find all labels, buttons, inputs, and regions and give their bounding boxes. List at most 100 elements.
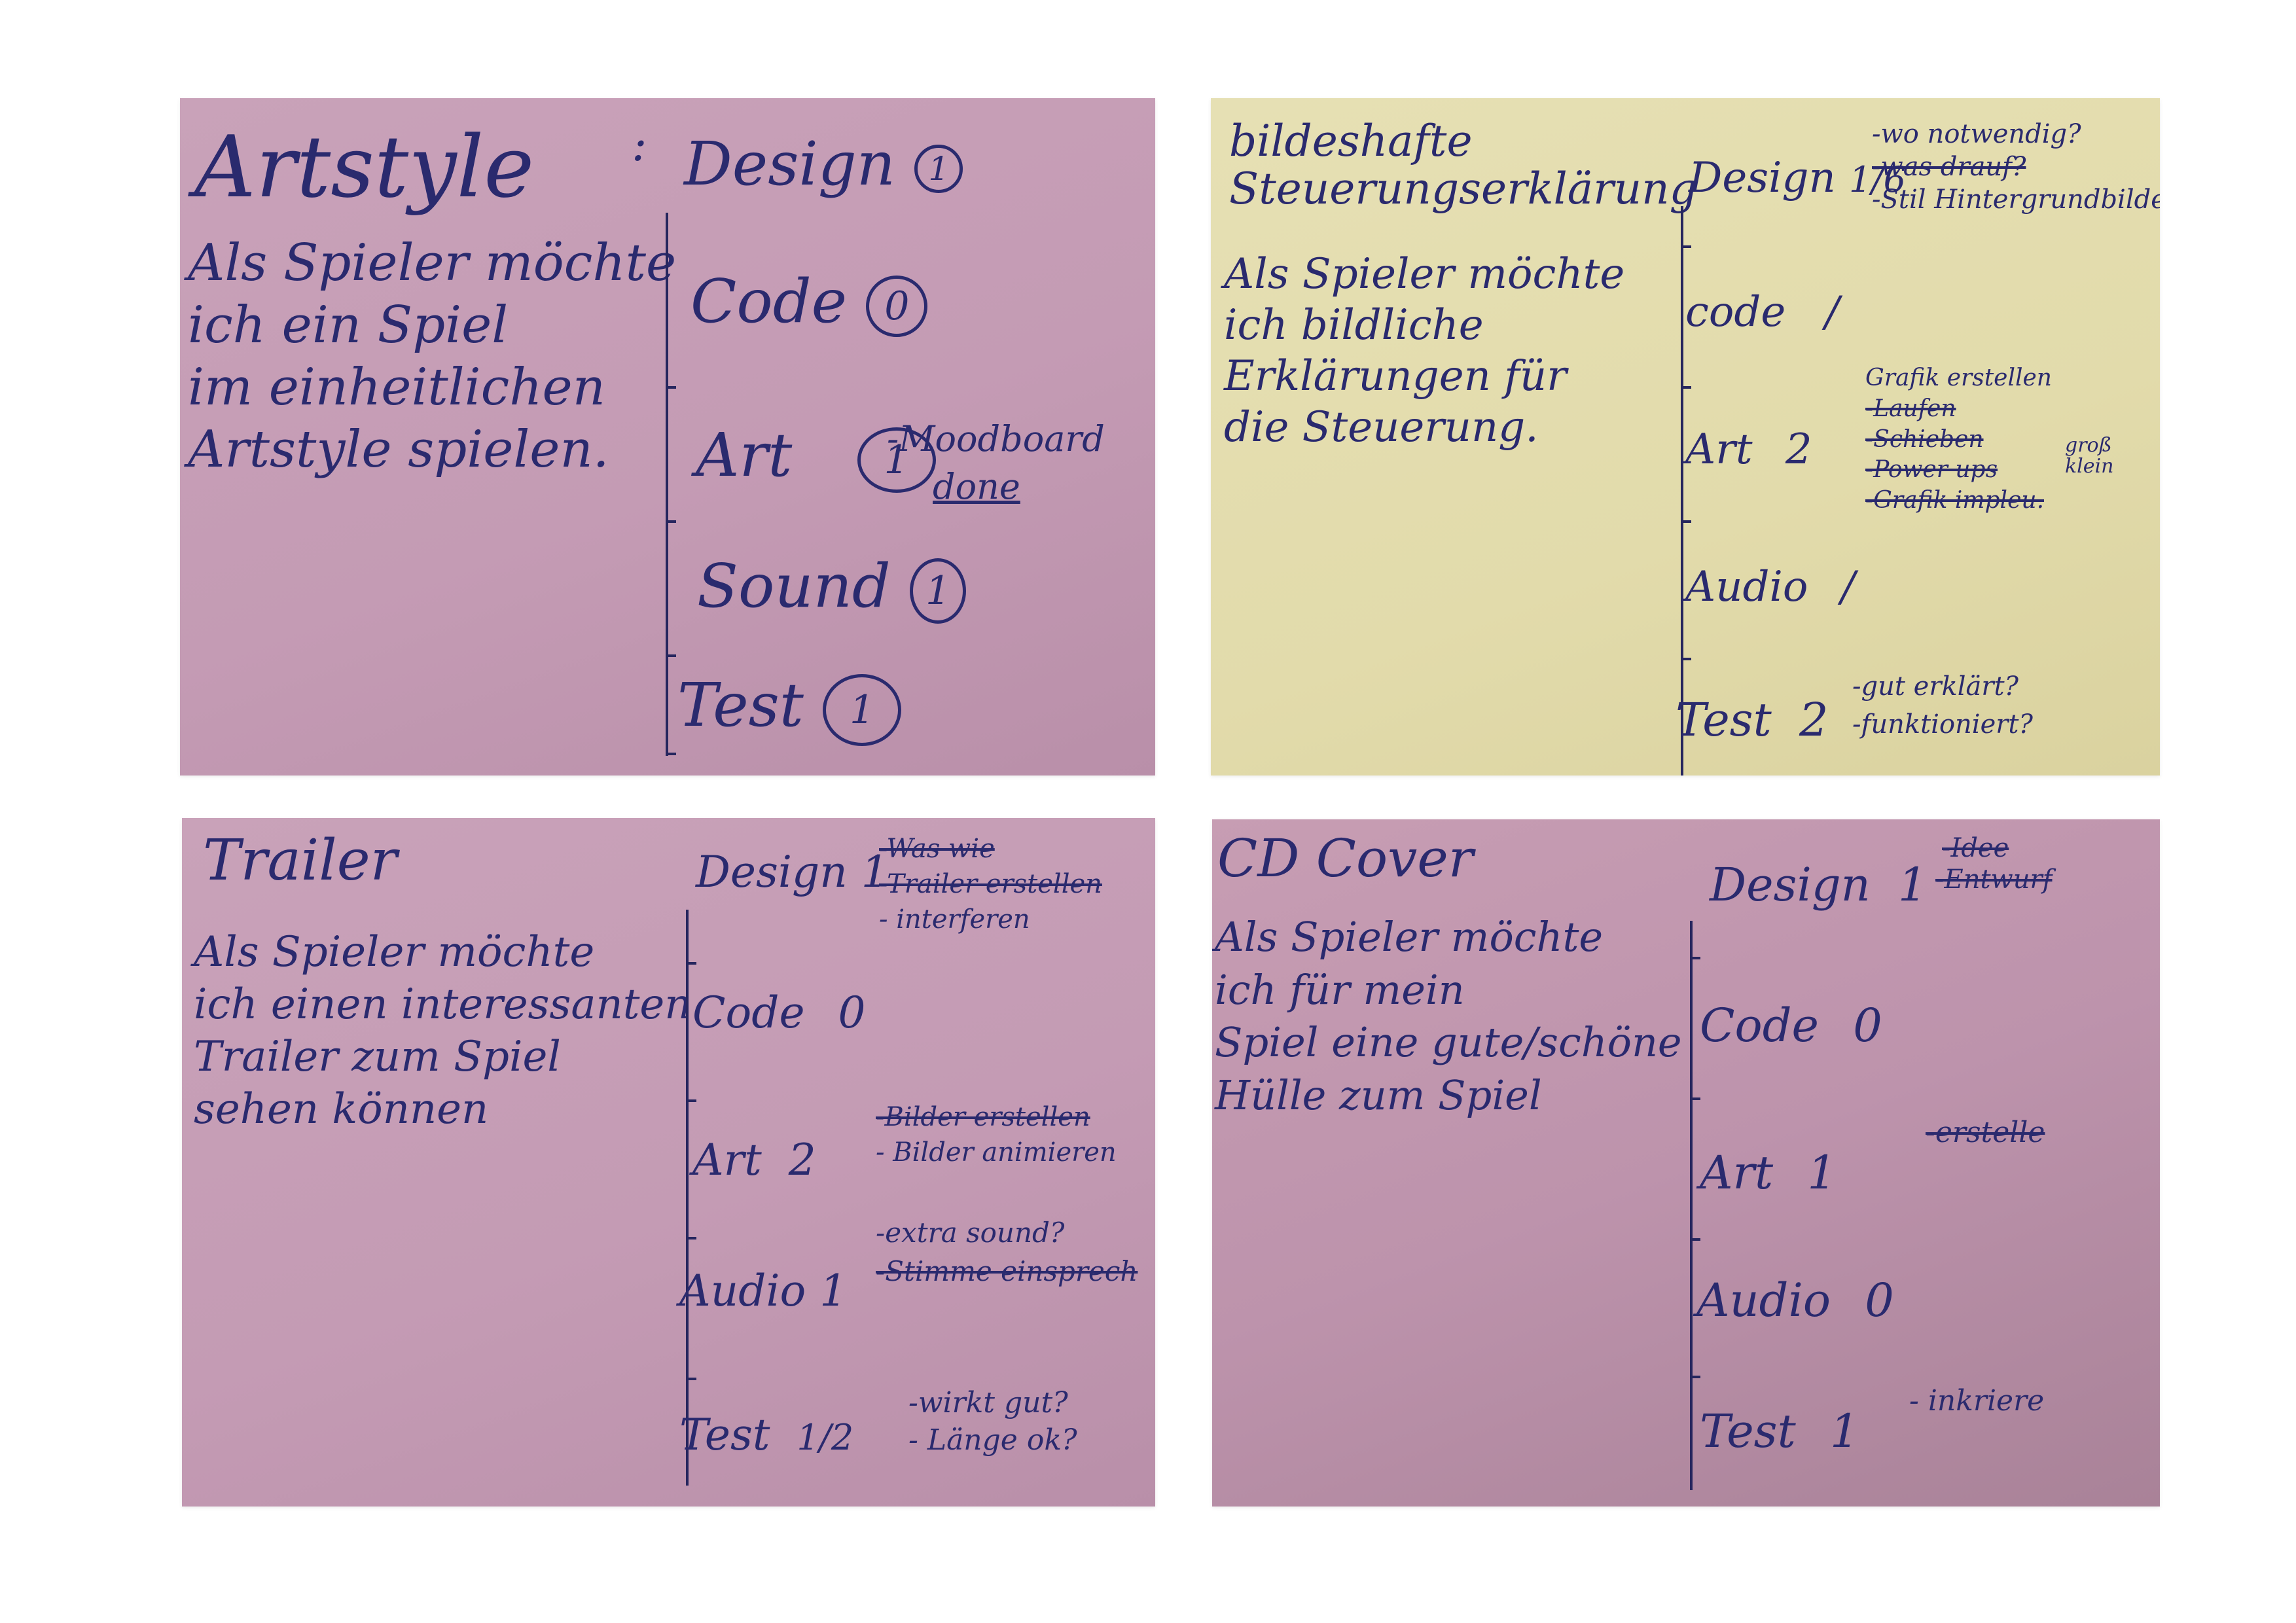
note-struck: -Laufen (1865, 395, 1956, 422)
art-notes: -Moodboard done (887, 416, 1105, 511)
task-label: Design (696, 847, 848, 897)
art-notes: -erstelle (1926, 1114, 2045, 1151)
card-title: Trailer (203, 828, 397, 893)
task-count: 1 (1830, 1404, 1859, 1458)
task-label: Art (1685, 425, 1753, 474)
task-audio: Audio / (1685, 566, 1855, 608)
task-count: 2 (1799, 693, 1829, 747)
task-audio: Audio 1 (679, 1270, 847, 1313)
task-count: 1/6 (1849, 159, 1906, 200)
task-art: Art 2 (1685, 429, 1812, 471)
user-story: Als Spieler möchte ich bildliche Erkläru… (1224, 250, 1625, 452)
task-sound: Sound 1 (697, 556, 967, 624)
task-code: Code 0 (1700, 1003, 1882, 1048)
task-design: Design 1 (1710, 862, 1928, 908)
note-struck: -Schieben (1865, 425, 1984, 453)
task-count: 1 (861, 847, 889, 897)
task-label: Audio (679, 1266, 806, 1316)
card-trailer: Trailer Als Spieler möchte ich einen int… (182, 818, 1155, 1507)
card-title: CD Cover (1217, 828, 1473, 889)
card-steuerungserklaerung: bildeshafte Steuerungserklärung Als Spie… (1211, 98, 2160, 776)
task-count: 1 (910, 558, 967, 624)
task-label: Test (1676, 693, 1772, 747)
task-label: Test (679, 1410, 770, 1460)
task-label: Design (684, 129, 895, 199)
note-struck: -Grafik impleu. (1865, 487, 2045, 514)
task-count: 0 (1865, 1274, 1894, 1327)
test-notes: - inkriere (1909, 1382, 2044, 1419)
user-story: Als Spieler möchte ich einen interessant… (194, 928, 692, 1133)
user-story: Als Spieler möchte ich ein Spiel im einh… (188, 234, 677, 480)
test-notes: -gut erklärt? -funktioniert? (1852, 668, 2033, 743)
task-count: 1 (914, 145, 963, 194)
note-struck: -Bilder erstellen (876, 1102, 1090, 1132)
task-label: Art (692, 1135, 762, 1185)
note-struck: -Entwurf (1935, 865, 2053, 895)
task-count: 0 (866, 276, 928, 338)
design-notes: -Idee -Entwurf (1935, 832, 2052, 895)
task-label: Audio (1685, 563, 1808, 611)
note: -wirkt gut? (908, 1386, 1068, 1419)
card-artstyle: Artstyle : Als Spieler möchte ich ein Sp… (180, 98, 1155, 776)
note-struck: -Stimme einsprech (876, 1255, 1138, 1287)
card-cd-cover: CD Cover Als Spieler möchte ich für mein… (1212, 819, 2160, 1507)
note-struck: -Idee (1942, 833, 2009, 863)
task-count: 1 (1898, 858, 1928, 912)
task-code: code / (1685, 291, 1839, 333)
note-struck: -was drauf? (1872, 152, 2026, 182)
note: -Stil Hintergrundbilder (1872, 185, 2160, 215)
task-test: Test 1 (677, 674, 902, 746)
task-count: 1 (857, 427, 936, 493)
note: -wo notwendig? (1872, 119, 2081, 149)
task-label: Art (696, 420, 793, 490)
task-count: 0 (1853, 999, 1882, 1052)
task-label: Test (1700, 1404, 1796, 1458)
note: - interferen (879, 904, 1030, 935)
task-count: 1 (823, 674, 902, 746)
task-count: 2 (788, 1135, 816, 1185)
note: - Bilder animieren (876, 1137, 1117, 1168)
note-struck: -erstelle (1926, 1116, 2045, 1149)
task-label: Code (1700, 999, 1819, 1052)
note-moodboard: -Moodboard (887, 418, 1105, 459)
note: Grafik erstellen (1865, 365, 2052, 391)
task-label: Audio (1696, 1274, 1831, 1327)
task-label: Test (677, 669, 804, 740)
note-done: done (933, 465, 1020, 507)
task-label: code (1685, 288, 1786, 336)
task-count: 1/2 (797, 1417, 854, 1458)
task-design: Design 1 (684, 134, 963, 194)
test-notes: -wirkt gut? - Länge ok? (908, 1384, 1077, 1459)
task-design: Design 1/6 (1689, 157, 1906, 199)
task-label: Sound (697, 551, 891, 621)
art-notes: -Bilder erstellen - Bilder animieren (876, 1099, 1117, 1170)
task-label: Design (1710, 858, 1871, 912)
task-code: Code 0 (692, 991, 866, 1035)
design-notes: -wo notwendig? -was drauf? -Stil Hinterg… (1872, 118, 2160, 216)
task-test: Test 1 (1700, 1408, 1859, 1454)
design-notes: -Was wie -Trailer erstellen - interferen (879, 831, 1102, 937)
user-story: Als Spieler möchte ich für mein Spiel ei… (1215, 913, 1682, 1119)
task-count: 0 (838, 988, 866, 1038)
note-struck: -Trailer erstellen (879, 869, 1102, 899)
audio-notes: -extra sound? -Stimme einsprech (876, 1214, 1138, 1291)
task-count: / (1825, 288, 1840, 336)
task-count: 1 (819, 1266, 848, 1316)
task-count: 1 (1807, 1146, 1837, 1200)
note: -funktioniert? (1852, 709, 2033, 740)
task-art: Art 1 (696, 425, 936, 493)
note: - Länge ok? (908, 1423, 1077, 1457)
art-notes: Grafik erstellen -Laufen -Schieben -Powe… (1865, 363, 2052, 516)
task-label: Design (1689, 154, 1836, 202)
task-label: Code (691, 266, 848, 336)
task-test: Test 2 (1676, 697, 1829, 743)
note-struck: -Was wie (879, 834, 995, 864)
task-audio: Audio 0 (1696, 1277, 1894, 1323)
colon-mark: : (632, 118, 647, 171)
task-label: Code (692, 988, 805, 1038)
task-design: Design 1 (696, 851, 889, 894)
task-label: Art (1700, 1146, 1774, 1200)
note: - inkriere (1909, 1384, 2045, 1418)
card-title: Artstyle (194, 117, 535, 217)
note-struck: -Power ups (1865, 456, 1998, 484)
